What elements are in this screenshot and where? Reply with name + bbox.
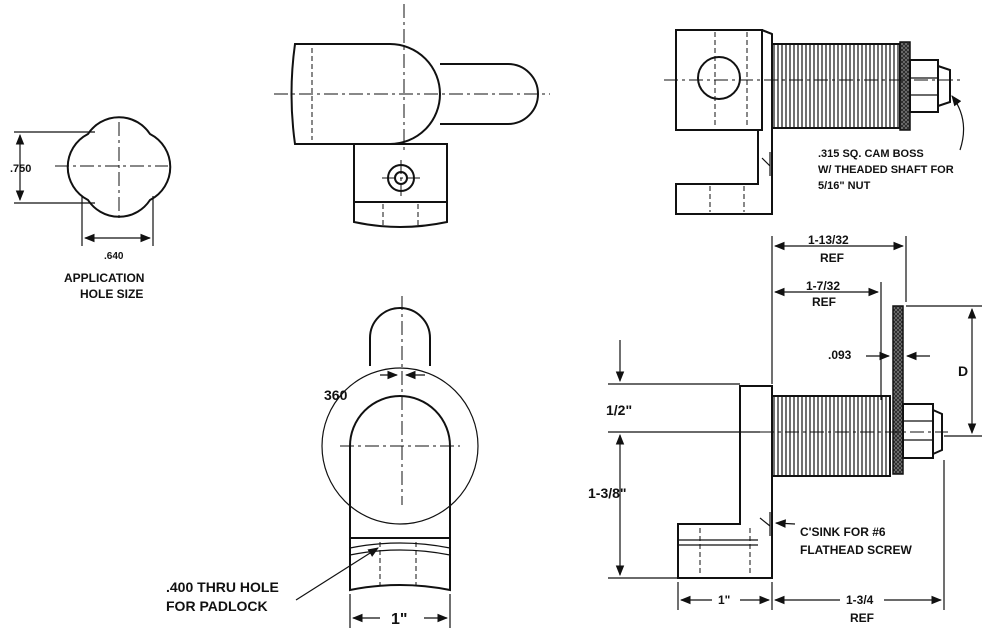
- dim-1in-side-label: 1": [718, 593, 730, 607]
- padlock-label-1: .400 THRU HOLE: [166, 579, 279, 595]
- application-hole-view: [14, 116, 172, 246]
- dim-093-label: .093: [828, 348, 852, 362]
- cam-boss-label-1: .315 SQ. CAM BOSS: [818, 148, 924, 160]
- side-view-upper: [664, 29, 965, 215]
- dim-1-7-32-label: 1-7/32: [806, 279, 840, 293]
- front-width-label: 1": [391, 611, 407, 628]
- hole-dia-label: .750: [10, 163, 31, 175]
- csink-label-2: FLATHEAD SCREW: [800, 543, 912, 557]
- dim-1-13-32-ref: REF: [820, 251, 844, 265]
- hole-width-label: .640: [104, 251, 124, 262]
- rotation-label: 360: [324, 387, 348, 403]
- cam-boss-label-3: 5/16" NUT: [818, 180, 871, 192]
- dim-1-3-4-label: 1-3/4: [846, 593, 874, 607]
- dim-d-label: D: [958, 363, 968, 379]
- csink-label-1: C'SINK FOR #6: [800, 525, 886, 539]
- dim-half-label: 1/2": [606, 402, 632, 418]
- side-view-lower: [608, 236, 982, 610]
- cam-boss-label-2: W/ THEADED SHAFT FOR: [818, 164, 954, 176]
- front-view: [295, 296, 479, 628]
- dim-1-7-32-ref: REF: [812, 295, 836, 309]
- app-hole-title-1: APPLICATION: [64, 271, 144, 285]
- dim-1-3-4-ref: REF: [850, 611, 874, 625]
- dim-1-3-8-label: 1-3/8": [588, 485, 627, 501]
- dim-1-13-32-label: 1-13/32: [808, 233, 849, 247]
- padlock-label-2: FOR PADLOCK: [166, 598, 268, 614]
- top-view: [274, 4, 550, 228]
- app-hole-title-2: HOLE SIZE: [80, 287, 143, 301]
